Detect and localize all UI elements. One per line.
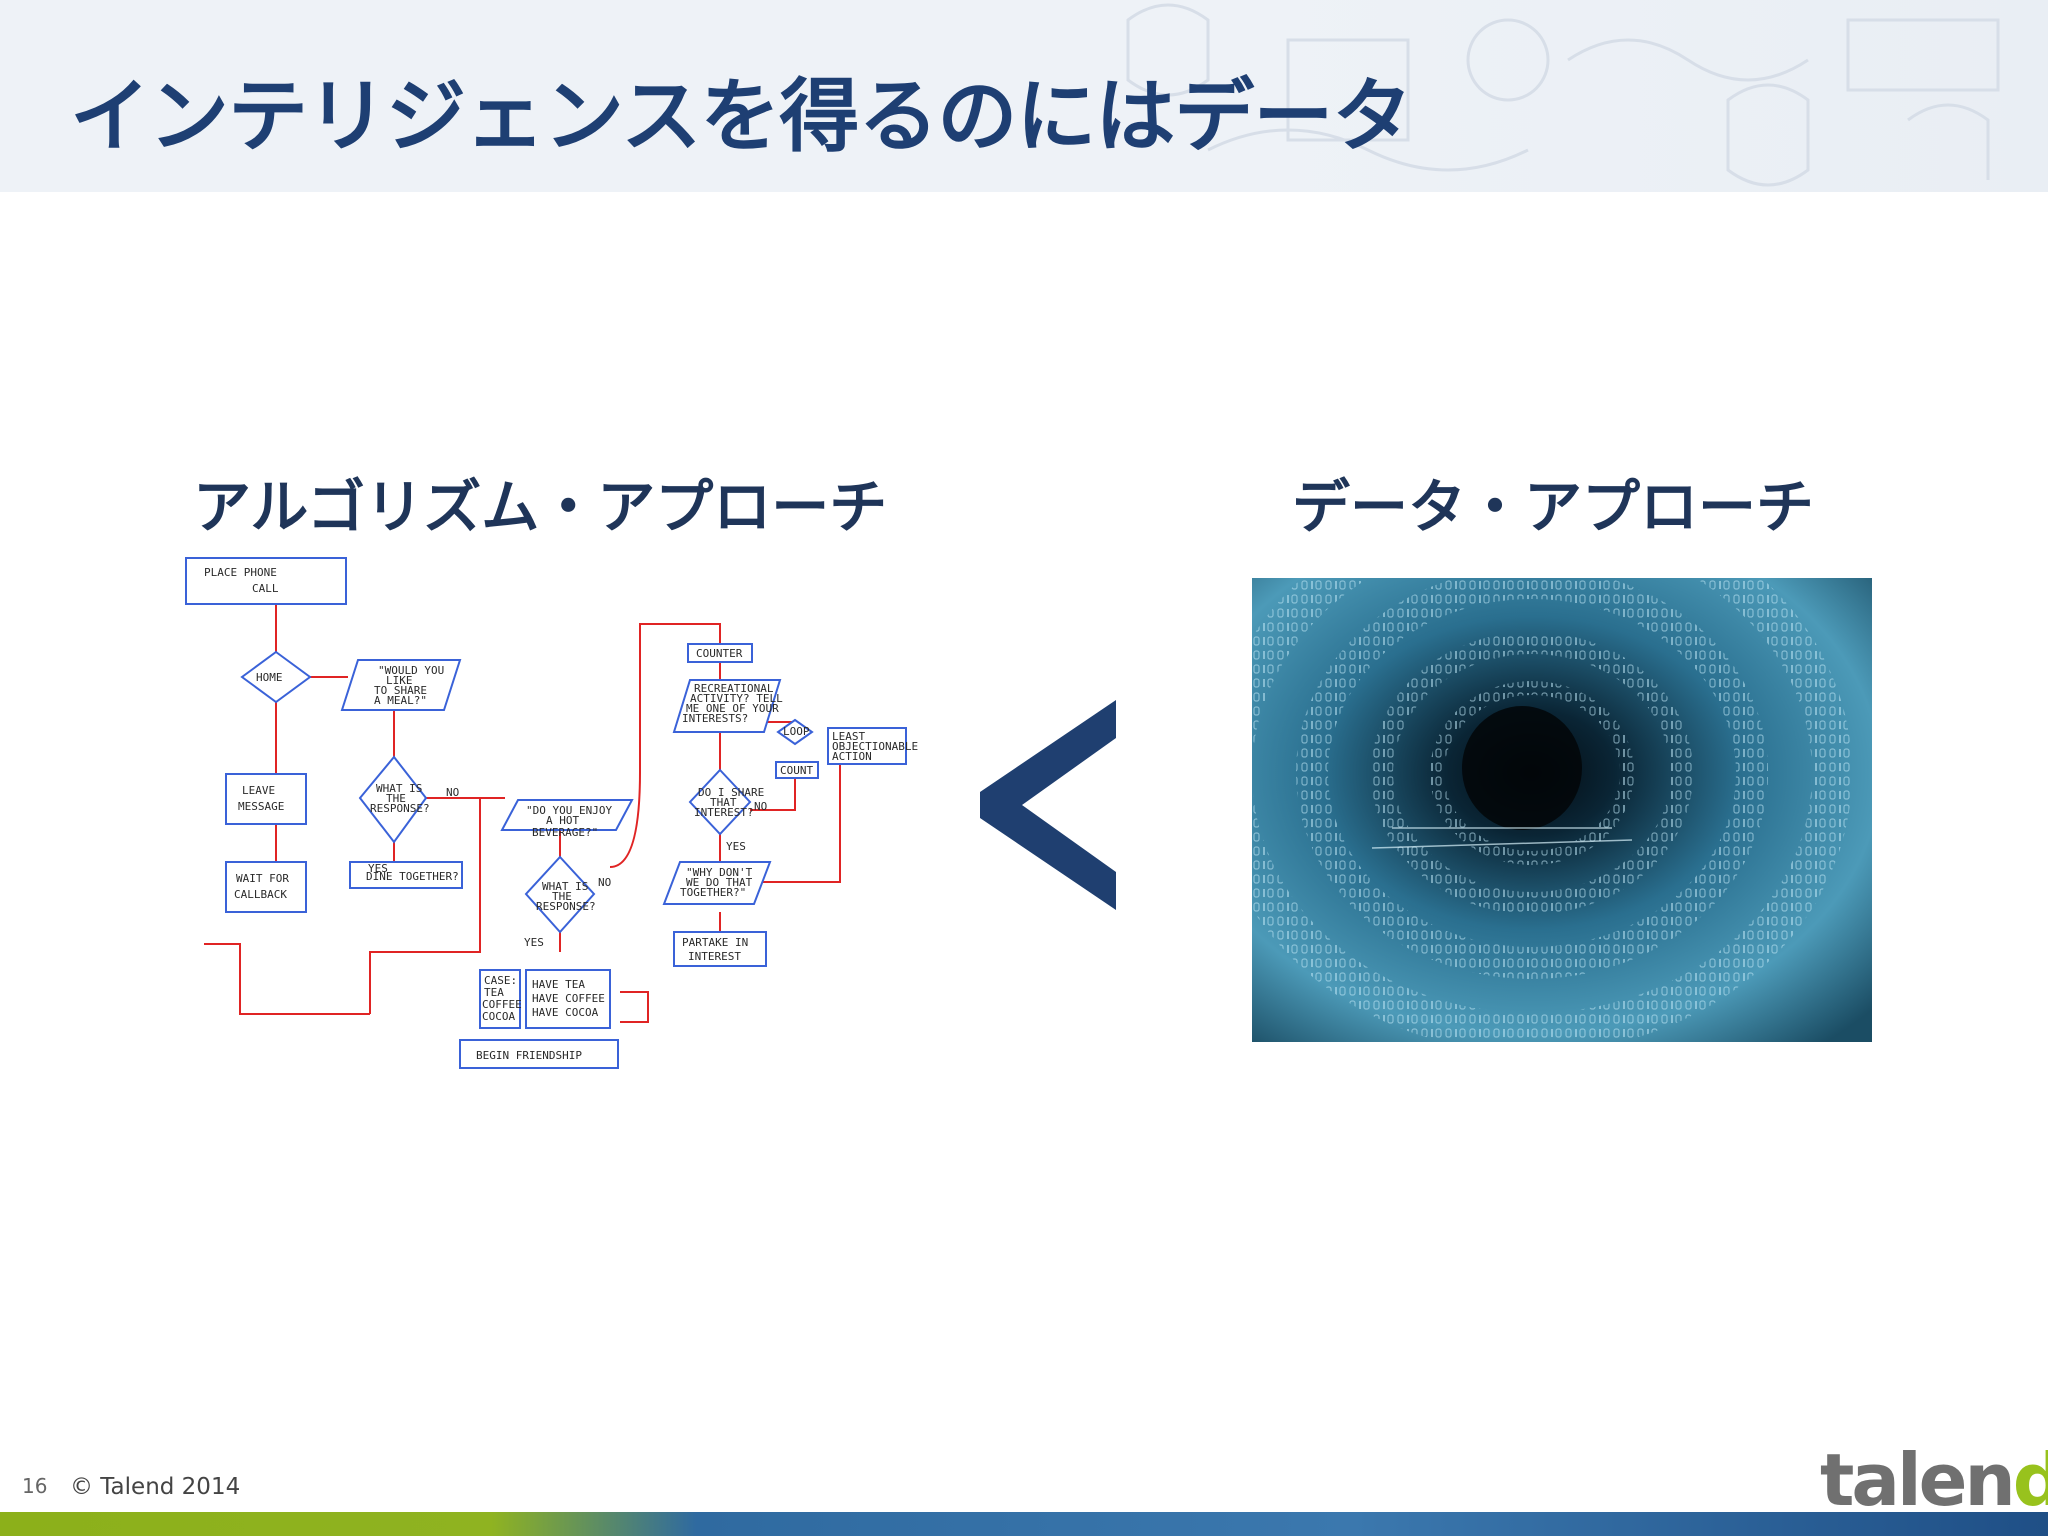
label-hot-beverage-2: A HOT [546, 814, 579, 827]
algorithm-flowchart: PLACE PHONE CALL HOME LEAVE MESSAGE WAIT… [185, 557, 918, 1069]
label-hot-beverage: "DO YOU ENJOY [526, 804, 612, 817]
label-share-interest: DO I SHARE [698, 786, 764, 799]
node-least [827, 727, 907, 765]
label-response-2b: THE [552, 890, 572, 903]
node-home [240, 650, 312, 704]
node-recreation [672, 679, 782, 733]
node-have [525, 969, 611, 1029]
node-dine-together [349, 861, 463, 889]
label-leave-message-2: MESSAGE [238, 800, 284, 813]
logo-d: d [2012, 1438, 2048, 1522]
node-begin-friendship [459, 1039, 619, 1069]
label-share-meal-2: LIKE [386, 674, 413, 687]
node-counter [687, 643, 753, 663]
label-share-meal: "WOULD YOU [378, 664, 444, 677]
label-wait-callback-2: CALLBACK [234, 888, 287, 901]
label-why-dont: "WHY DON'T [686, 866, 753, 879]
label-response-2: WHAT IS [542, 880, 588, 893]
label-have-2: HAVE COFFEE [532, 992, 605, 1005]
label-leave-message: LEAVE [242, 784, 275, 797]
binary-data-tunnel-image [1252, 578, 1872, 1042]
label-place-call-2: CALL [252, 582, 279, 595]
talend-logo: talend* [1820, 1438, 2048, 1522]
less-than-symbol: < [980, 700, 1116, 910]
node-choice [479, 969, 521, 1029]
label-recreation-4: INTERESTS? [682, 712, 748, 725]
header-band: インテリジェンスを得るのにはデータ [0, 0, 2048, 192]
label-dine-together: DINE TOGETHER? [366, 870, 459, 883]
label-choice-3: COFFEE [482, 998, 522, 1011]
slide-title: インテリジェンスを得るのにはデータ [70, 70, 1412, 163]
header-decoration [1126, 3, 2000, 187]
label-loop: LOOP [783, 725, 810, 738]
label-hot-beverage-3: BEVERAGE?" [532, 826, 598, 839]
node-wait-callback [225, 861, 307, 913]
label-partake-2: INTEREST [688, 950, 741, 963]
label-response-1: WHAT IS [376, 782, 422, 795]
label-share-meal-3: TO SHARE [374, 684, 427, 697]
page-number: 16 [22, 1474, 48, 1498]
label-wait-callback: WAIT FOR [236, 872, 289, 885]
label-home: HOME [256, 671, 283, 684]
label-choice: CASE: [484, 974, 517, 987]
label-choice-2: TEA [484, 986, 504, 999]
node-loop [776, 718, 814, 746]
label-least-3: ACTION [832, 750, 872, 763]
edge-label-no-1: NO [446, 786, 459, 799]
node-share-meal [340, 659, 462, 711]
label-share-meal-4: A MEAL?" [374, 694, 427, 707]
node-leave-message [225, 773, 307, 825]
label-begin-friendship: BEGIN FRIENDSHIP [476, 1049, 582, 1062]
label-least: LEAST [832, 730, 865, 743]
node-partake [673, 931, 767, 967]
label-recreation-2: ACTIVITY? TELL [690, 692, 783, 705]
label-have-3: HAVE COCOA [532, 1006, 599, 1019]
label-share-interest-2: THAT [710, 796, 737, 809]
node-response-1 [358, 755, 428, 844]
label-count: COUNT [780, 764, 813, 777]
copyright: © Talend 2014 [70, 1474, 241, 1500]
data-approach-heading: データ・アプローチ [1292, 473, 1815, 541]
label-why-dont-3: TOGETHER?" [680, 886, 746, 899]
node-count [775, 761, 819, 779]
edge-label-no-3: NO [754, 800, 767, 813]
label-response-1c: RESPONSE? [370, 802, 430, 815]
edge-label-no-2: NO [598, 876, 611, 889]
label-response-2c: RESPONSE? [536, 900, 596, 913]
label-have: HAVE TEA [532, 978, 585, 991]
flowchart-shapes [185, 557, 907, 1069]
edge-label-yes-3: YES [726, 840, 746, 853]
node-share-interest [688, 768, 752, 836]
logo-text: talen [1820, 1438, 2016, 1522]
label-why-dont-2: WE DO THAT [686, 876, 753, 889]
node-response-2 [524, 855, 596, 934]
label-response-1b: THE [386, 792, 406, 805]
edge-label-yes-2: YES [524, 936, 544, 949]
footer-color-bar [0, 1512, 2048, 1536]
node-why-dont [662, 861, 772, 905]
flowchart-labels: PLACE PHONE CALL HOME LEAVE MESSAGE WAIT… [204, 566, 918, 1062]
label-least-2: OBJECTIONABLE [832, 740, 918, 753]
label-share-interest-3: INTEREST? [694, 806, 754, 819]
edge-label-yes-1: YES [368, 862, 388, 875]
label-recreation-3: ME ONE OF YOUR [686, 702, 779, 715]
label-choice-4: COCOA [482, 1010, 515, 1023]
algorithm-approach-heading: アルゴリズム・アプローチ [193, 473, 888, 541]
label-place-call: PLACE PHONE [204, 566, 277, 579]
label-partake: PARTAKE IN [682, 936, 748, 949]
node-place-call [185, 557, 347, 605]
label-counter: COUNTER [696, 647, 743, 660]
node-hot-beverage [500, 799, 634, 831]
label-recreation: RECREATIONAL [694, 682, 774, 695]
